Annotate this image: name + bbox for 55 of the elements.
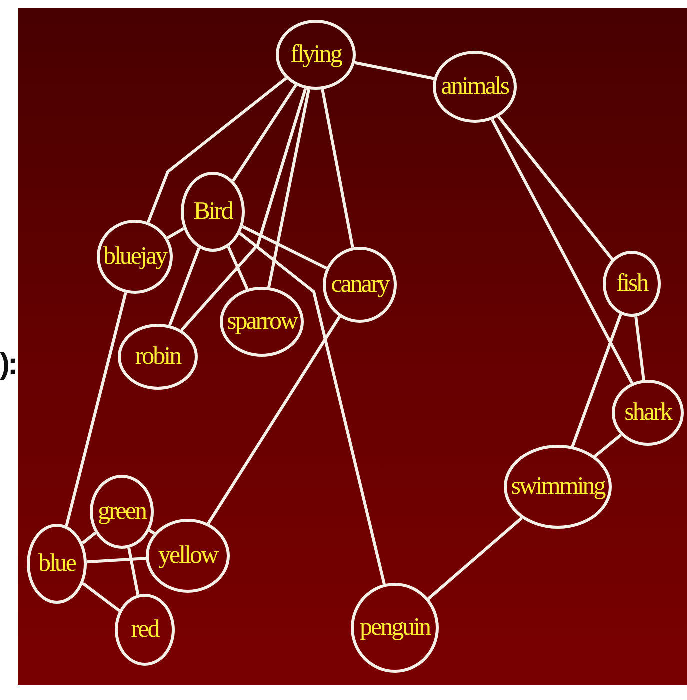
concept-label: Bird (194, 198, 232, 226)
concept-label: shark (624, 399, 672, 427)
concept-ellipse (27, 524, 87, 604)
concept-label: fish (616, 270, 648, 298)
concept-ellipse (603, 251, 661, 317)
concept-ellipse (97, 220, 173, 294)
connector-line (571, 314, 622, 448)
concept-ellipse (323, 247, 397, 323)
connector-line (354, 61, 434, 80)
connector-line (86, 557, 146, 564)
concept-ellipse (433, 51, 517, 123)
concept-ellipse (220, 287, 304, 357)
connector-line (128, 548, 140, 596)
concept-label: animals (441, 73, 509, 101)
connector-line (491, 119, 634, 384)
concept-label: robin (135, 343, 181, 371)
concept-ellipse (276, 20, 356, 90)
connector-line (634, 316, 646, 380)
connector-line (147, 77, 288, 223)
connector-line (82, 582, 120, 612)
connector-line (239, 232, 386, 585)
concept-label: sparrow (226, 308, 298, 336)
connector-line (148, 529, 156, 535)
connector-line (180, 88, 308, 332)
concept-ellipse (115, 594, 175, 666)
connector-line (242, 225, 328, 270)
concept-label: blue (38, 550, 76, 578)
connector-line (268, 89, 310, 288)
concept-label: yellow (158, 542, 218, 570)
concept-label: bluejay (103, 243, 167, 271)
connector-line (594, 434, 622, 458)
connector-line (166, 227, 185, 240)
concept-ellipse (118, 324, 198, 390)
connector-line (498, 116, 614, 260)
connector-line (227, 246, 249, 290)
connector-line (168, 248, 201, 326)
concept-ellipse (351, 583, 439, 673)
concept-ellipse (504, 445, 612, 529)
concept-label: swimming (511, 473, 605, 501)
connector-line (65, 292, 128, 526)
connector-line (232, 84, 298, 182)
concept-ellipse (181, 172, 245, 252)
concept-ellipse (146, 519, 230, 593)
concept-label: red (131, 616, 159, 644)
concept-label: penguin (360, 614, 430, 642)
concept-label: flying (290, 41, 342, 69)
connector-line (82, 532, 97, 545)
concept-label: canary (331, 271, 389, 299)
connector-line (321, 89, 354, 248)
connector-line (207, 316, 342, 525)
concept-label: green (98, 498, 146, 526)
connector-line (428, 517, 523, 600)
concept-ellipse (612, 380, 684, 446)
concept-ellipse (90, 475, 154, 549)
text-fragment: ): (0, 348, 16, 382)
